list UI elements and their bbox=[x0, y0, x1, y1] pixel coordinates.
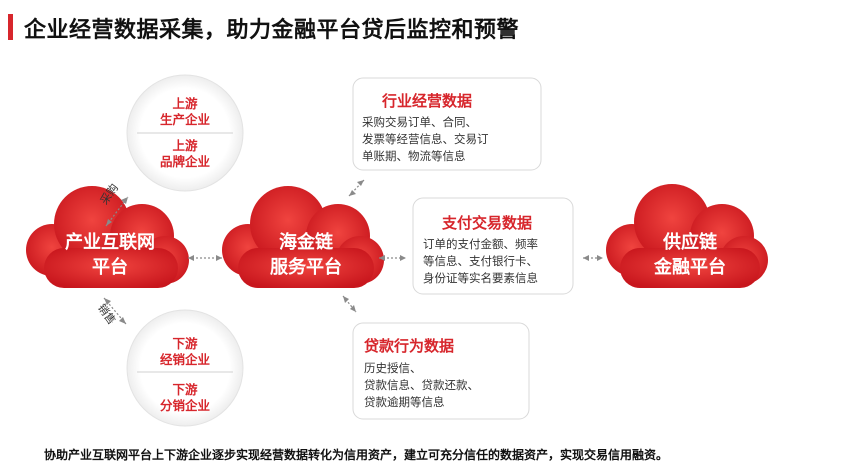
downstream-dealer-label: 下游经销企业 bbox=[159, 336, 210, 367]
downstream-distributor-label: 下游分销企业 bbox=[159, 382, 210, 413]
operation-data-title: 行业经营数据 bbox=[382, 92, 473, 110]
payment-data-title: 支付交易数据 bbox=[442, 214, 533, 232]
page-title: 企业经营数据采集，助力金融平台贷后监控和预警 bbox=[24, 18, 520, 43]
operation-data-box bbox=[352, 77, 542, 171]
payment-data-box bbox=[412, 197, 574, 295]
loan-data-text: 历史授信、 贷款信息、贷款还款、 贷款逾期等信息 bbox=[364, 361, 479, 409]
industry-platform-cloud bbox=[26, 186, 189, 288]
upstream-circle bbox=[126, 74, 244, 192]
payment-data-text: 订单的支付金额、频率 等信息、支付银行卡、 身份证等实名要素信息 bbox=[423, 237, 538, 285]
upstream-brand-label: 上游品牌企业 bbox=[159, 138, 210, 169]
industry-platform-label: 产业互联网平台 bbox=[65, 232, 155, 278]
supply-finance-label: 供应链金融平台 bbox=[654, 232, 726, 278]
downstream-circle bbox=[126, 309, 244, 427]
haijin-service-label: 海金链服务平台 bbox=[270, 232, 342, 278]
operation-data-text: 采购交易订单、合同、 发票等经营信息、交易订 单账期、物流等信息 bbox=[362, 115, 489, 163]
upstream-production-label: 上游生产企业 bbox=[159, 96, 210, 127]
loan-data-title: 贷款行为数据 bbox=[364, 337, 455, 355]
supply-finance-cloud bbox=[606, 184, 768, 288]
footer-summary: 协助产业互联网平台上下游企业逐步实现经营数据转化为信用资产，建立可充分信任的数据… bbox=[44, 448, 669, 462]
loan-data-box bbox=[352, 322, 530, 420]
haijin-service-cloud bbox=[222, 186, 384, 288]
title-accent-bar bbox=[8, 14, 13, 40]
